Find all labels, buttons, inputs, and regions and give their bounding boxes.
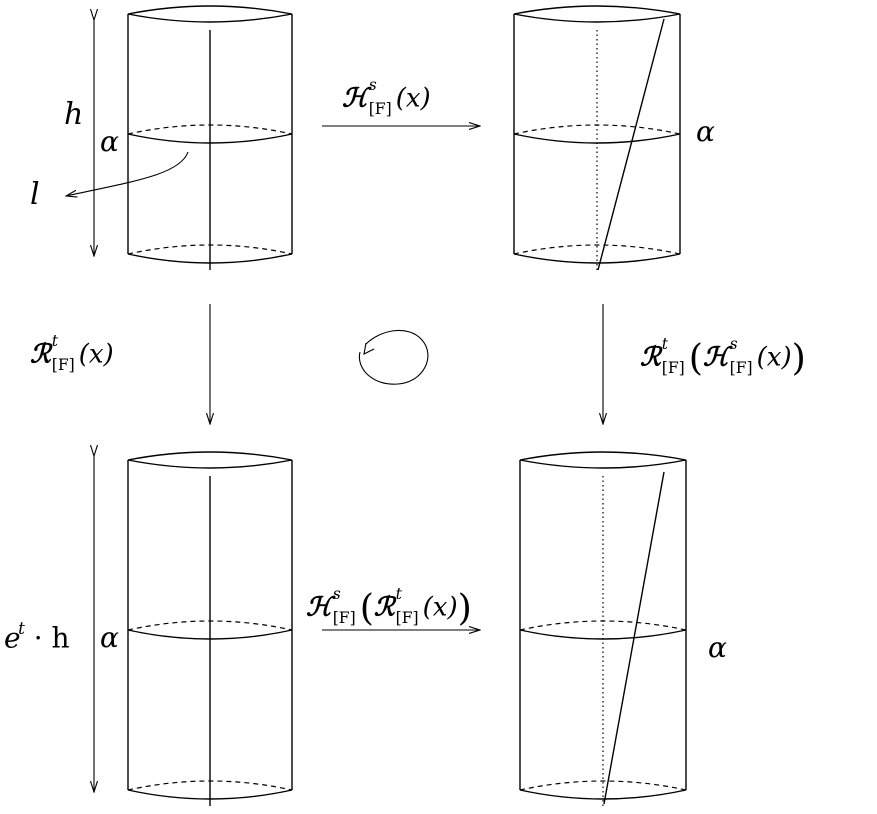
cylinder-top-right <box>513 5 681 271</box>
label-alpha-bottom-right: α <box>708 631 727 664</box>
label-alpha-top-left: α <box>100 125 119 158</box>
label-h: h <box>64 97 84 132</box>
cylinder-bottom-right <box>519 451 687 806</box>
curve-arrow-l <box>66 151 189 196</box>
cylinder-bottom-left <box>127 451 293 806</box>
cylinder-top-left <box>127 5 293 270</box>
commute-circle-icon <box>358 329 429 385</box>
label-l: l <box>30 177 40 212</box>
label-alpha-bottom-left: α <box>100 621 119 654</box>
label-alpha-top-right: α <box>696 115 715 148</box>
label-exp-t-h: et · h <box>4 618 70 655</box>
